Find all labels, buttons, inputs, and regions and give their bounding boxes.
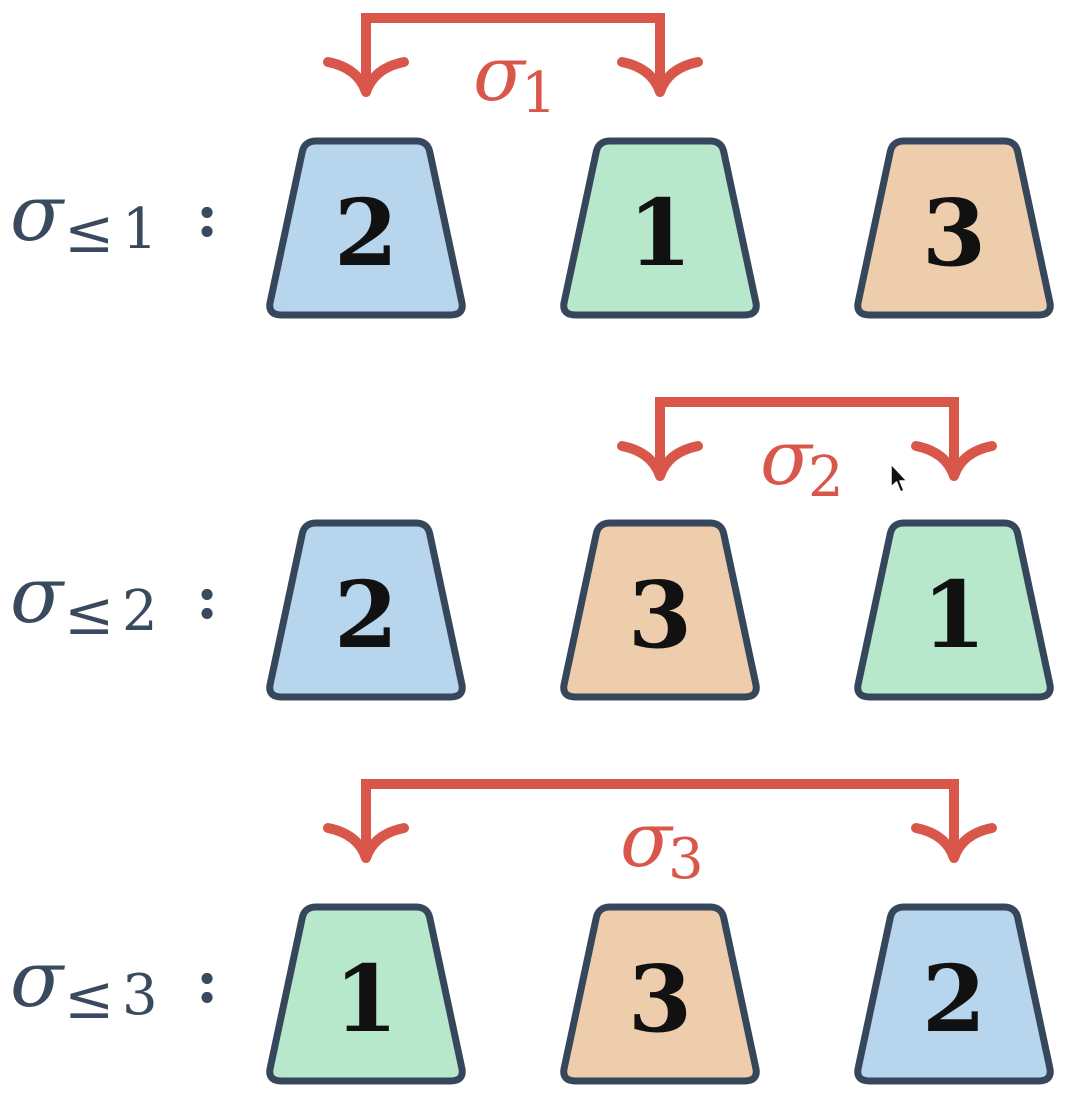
arrowhead-icon bbox=[617, 57, 703, 97]
cup-label: 1 bbox=[628, 179, 692, 287]
row-relation: ≤ bbox=[64, 963, 114, 1033]
cup-shape bbox=[854, 137, 1054, 319]
cup-green: 1 bbox=[854, 519, 1054, 701]
swap-sigma-symbol: σ bbox=[473, 29, 527, 118]
cup-blue: 2 bbox=[266, 519, 466, 701]
row-index: 1 bbox=[122, 197, 158, 262]
cup-label: 2 bbox=[922, 945, 986, 1053]
cup-label: 2 bbox=[334, 561, 398, 669]
swap-arrow: σ3 bbox=[323, 779, 997, 892]
swap-index: 3 bbox=[668, 827, 704, 892]
cup-green: 1 bbox=[266, 903, 466, 1085]
row-separator: : bbox=[196, 181, 218, 251]
arrowhead-icon bbox=[323, 57, 409, 97]
cup-orange: 3 bbox=[560, 519, 760, 701]
cup-blue: 2 bbox=[854, 903, 1054, 1085]
swap-bracket bbox=[361, 779, 959, 852]
cup-shape bbox=[560, 903, 760, 1085]
swap-bracket bbox=[655, 397, 959, 470]
row-label: σ≤3: bbox=[10, 935, 218, 1033]
cup-shape bbox=[266, 903, 466, 1085]
cup-shape bbox=[854, 519, 1054, 701]
arrowhead-icon bbox=[911, 823, 997, 863]
row-separator: : bbox=[196, 563, 218, 633]
cup-shape bbox=[266, 519, 466, 701]
cup-label: 1 bbox=[922, 561, 986, 669]
cup-shape bbox=[560, 519, 760, 701]
cup-shape bbox=[854, 903, 1054, 1085]
row-sigma-symbol: σ bbox=[10, 169, 65, 259]
swap-bracket bbox=[361, 13, 665, 86]
row-label: σ≤1: bbox=[10, 169, 218, 267]
row-index: 3 bbox=[122, 963, 158, 1028]
row-sigma-symbol: σ bbox=[10, 935, 65, 1025]
cup-label: 1 bbox=[334, 945, 398, 1053]
swap-index: 2 bbox=[808, 445, 844, 510]
swap-arrow: σ2 bbox=[617, 397, 997, 510]
cup-label: 2 bbox=[334, 179, 398, 287]
arrowhead-icon bbox=[911, 441, 997, 481]
cup-shape bbox=[266, 137, 466, 319]
row-index: 2 bbox=[122, 579, 158, 644]
cup-green: 1 bbox=[560, 137, 760, 319]
arrowhead-icon bbox=[617, 441, 703, 481]
cup-label: 3 bbox=[628, 561, 692, 669]
swap-sigma-symbol: σ bbox=[760, 413, 814, 502]
row-label: σ≤2: bbox=[10, 551, 218, 649]
row-relation: ≤ bbox=[64, 197, 114, 267]
cup-orange: 3 bbox=[560, 903, 760, 1085]
cup-orange: 3 bbox=[854, 137, 1054, 319]
row-separator: : bbox=[196, 947, 218, 1017]
mouse-cursor-icon bbox=[890, 463, 908, 493]
cup-label: 3 bbox=[628, 945, 692, 1053]
arrowhead-icon bbox=[323, 823, 409, 863]
cup-blue: 2 bbox=[266, 137, 466, 319]
cup-shape bbox=[560, 137, 760, 319]
swap-sigma-symbol: σ bbox=[620, 795, 674, 884]
cup-label: 3 bbox=[922, 179, 986, 287]
row-relation: ≤ bbox=[64, 579, 114, 649]
swap-arrow: σ1 bbox=[323, 13, 703, 126]
swap-index: 1 bbox=[521, 61, 557, 126]
row-sigma-symbol: σ bbox=[10, 551, 65, 641]
